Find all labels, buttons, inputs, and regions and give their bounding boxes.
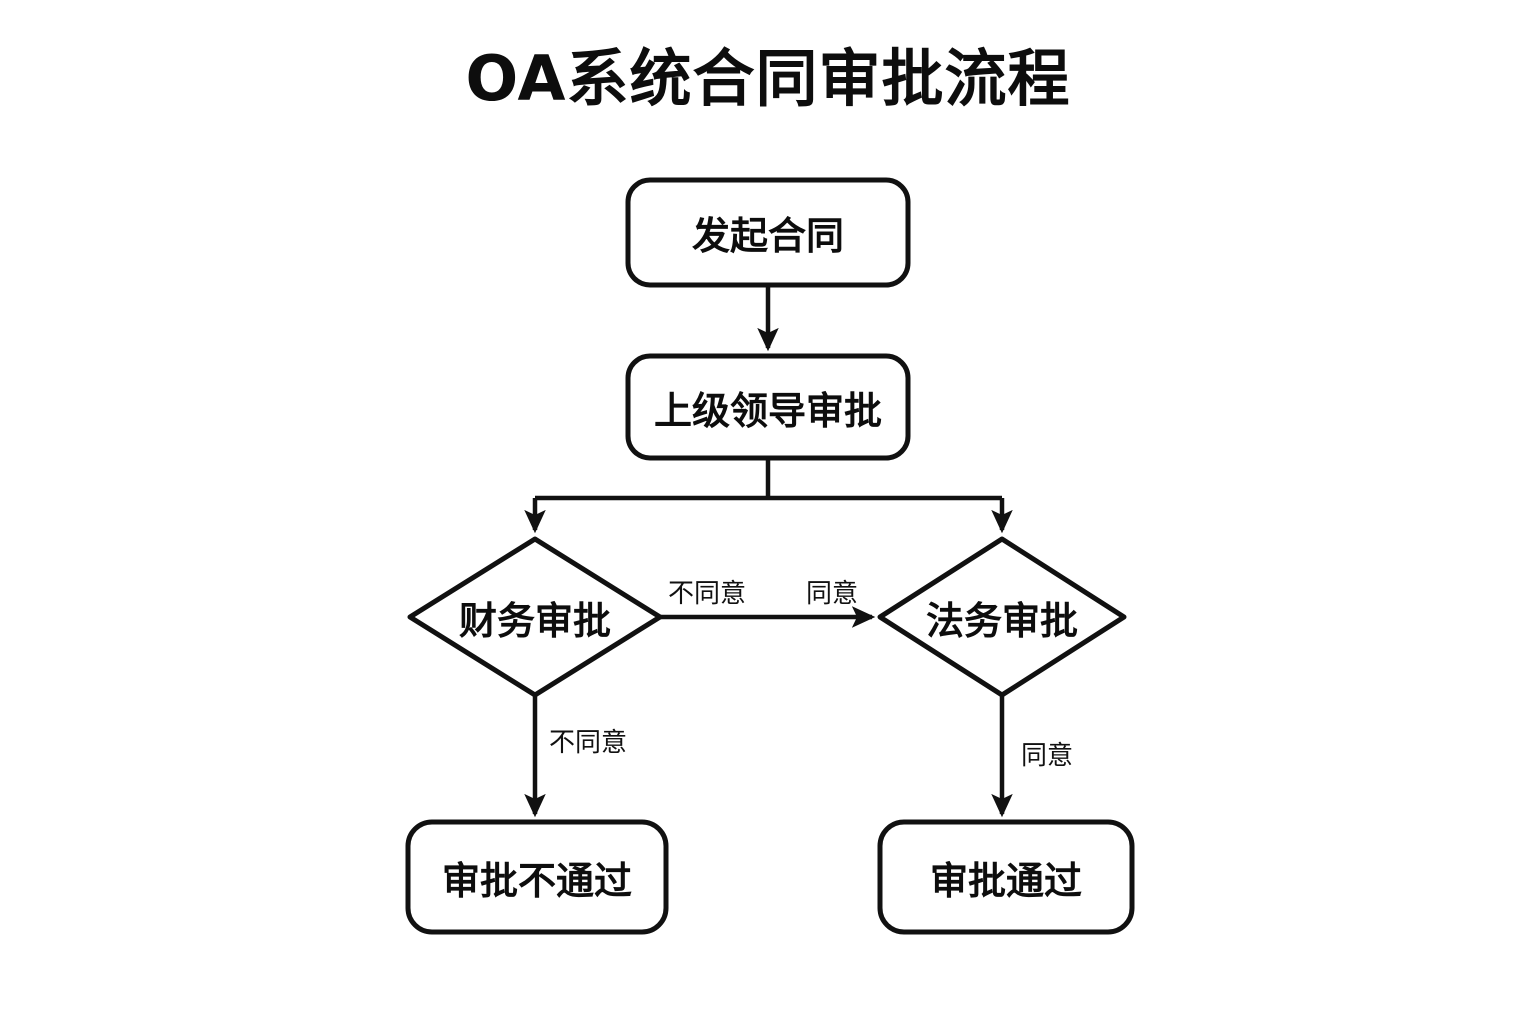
node-shape-legal[interactable]: [877, 536, 1127, 698]
node-shape-finance[interactable]: [407, 536, 663, 698]
edge-label-finance-to-legal-right: 同意: [806, 579, 859, 609]
node-approved[interactable]: [880, 822, 1132, 932]
node-legal[interactable]: [880, 539, 1124, 695]
node-start[interactable]: [628, 180, 908, 285]
edge-label-finance-to-rejected: 不同意: [549, 728, 628, 758]
node-rejected[interactable]: [408, 822, 666, 932]
edge-label-legal-to-approved: 同意: [1021, 741, 1074, 771]
node-shape-manager[interactable]: [625, 353, 911, 461]
node-shape-start[interactable]: [625, 177, 911, 288]
node-finance[interactable]: [410, 539, 660, 695]
node-manager[interactable]: [628, 356, 908, 458]
node-shape-approved[interactable]: [877, 819, 1135, 935]
edge-label-finance-to-legal-left: 不同意: [668, 579, 747, 609]
page-title: OA系统合同审批流程: [465, 42, 1071, 115]
node-shape-rejected[interactable]: [405, 819, 669, 935]
